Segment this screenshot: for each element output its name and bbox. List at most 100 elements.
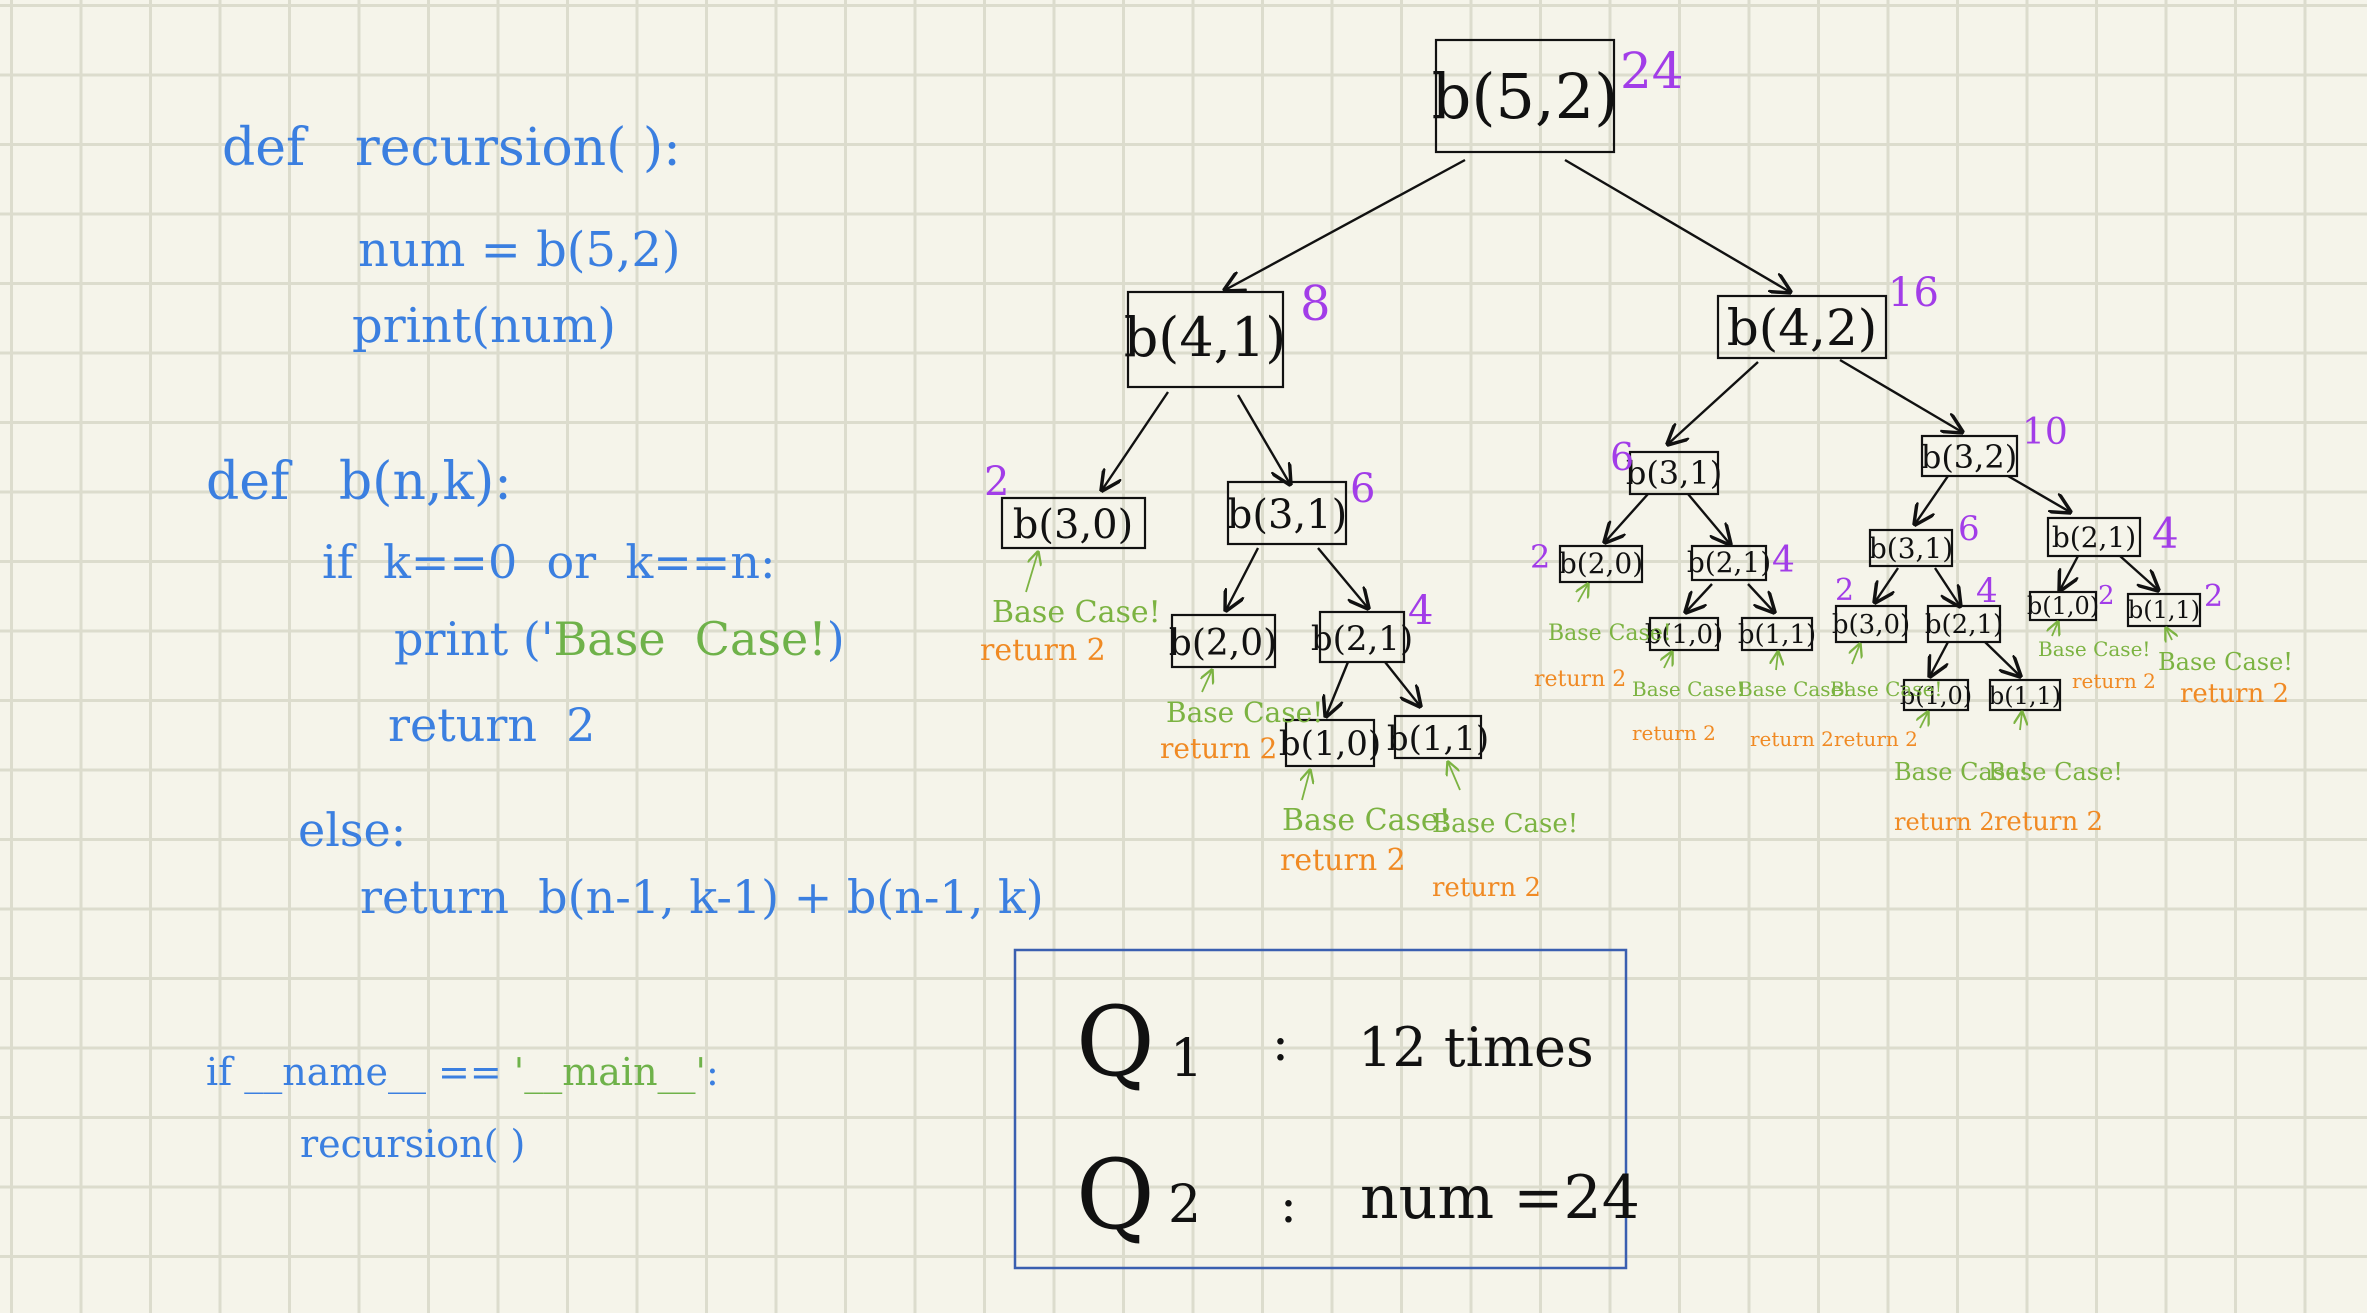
base-case-text: Base Case! (1166, 696, 1323, 729)
edge-n15-n17 (1875, 567, 1899, 602)
node-label: b(1,1) (1989, 682, 2061, 710)
node-b-4-1: b(4,1) (1124, 290, 1286, 389)
node-b-1-1-right: b(1,1) (1738, 616, 1816, 652)
edge-n1-n3 (1102, 391, 1169, 490)
if-main-suffix: : (706, 1050, 719, 1094)
return-text: return 2 (1160, 732, 1277, 765)
node-label: b(3,1) (1869, 532, 1953, 565)
node-b-3-1-right: b(3,1) (1626, 450, 1722, 496)
node-b-1-0: b(1,0) (1279, 718, 1381, 768)
edge-n2-n9 (1668, 361, 1759, 444)
base-arrow (2166, 628, 2172, 640)
base-arrow (1025, 552, 1038, 593)
value-n17: 2 (1835, 573, 1854, 608)
value-n12: 4 (1772, 540, 1795, 581)
code-line-return-recursive: return b(n-1, k-1) + b(n-1, k) (360, 870, 1044, 924)
edge-n10-n15 (1915, 475, 1949, 524)
node-label: b(3,1) (1227, 492, 1347, 538)
node-b-2-1-right: b(2,1) (1687, 544, 1771, 582)
node-b-1-1-far: b(1,1) (2126, 592, 2202, 628)
answer-box-border (1013, 948, 1628, 1270)
q2-subscript: 2 (1168, 1175, 1201, 1235)
value-n11: 2 (1530, 538, 1550, 576)
edge-n4-n6 (1317, 547, 1368, 608)
node-b-3-1: b(3,1) (1227, 480, 1347, 546)
base-arrow (1302, 770, 1310, 801)
edge-n18-n20 (1984, 641, 2020, 676)
node-b-3-0-far: b(3,0) (1832, 604, 1910, 644)
node-b-1-1-deep: b(1,1) (1989, 678, 2061, 712)
base-arrow (1776, 652, 1778, 671)
edge-n1-n4 (1236, 394, 1290, 484)
value-n4: 6 (1350, 466, 1375, 512)
base-case-text: Base Case! (2038, 637, 2150, 661)
return-text: return 2 (1750, 727, 1834, 751)
if-main-prefix: if __name__ == (206, 1050, 514, 1094)
base-arrow (1448, 762, 1461, 791)
base-case-text: Base Case! (1548, 621, 1672, 646)
base-case-text: Base Case! (1988, 758, 2123, 786)
node-label: b(3,2) (1921, 438, 2017, 476)
q2-row: Q 2 : num =24 (1076, 1139, 1640, 1251)
node-b-4-2: b(4,2) (1716, 294, 1888, 360)
code-line-def-recursion: def recursion( ): (222, 118, 681, 178)
base-arrow (2020, 712, 2022, 731)
edge-n0-n2 (1564, 158, 1790, 292)
code-line-def-b: def b(n,k): (206, 452, 512, 512)
node-b-1-0-far: b(1,0) (2027, 590, 2099, 622)
main-string: '__main__' (513, 1050, 707, 1094)
value-n10: 10 (2022, 412, 2068, 453)
node-label: b(5,2) (1432, 60, 1619, 133)
answer-box: Q 1 : 12 times Q 2 : num =24 (1013, 948, 1640, 1270)
base-case-text: Base Case! (1282, 803, 1451, 838)
value-n21: 2 (2098, 581, 2115, 611)
base-arrow (1852, 644, 1860, 665)
base-case-text: Base Case! (1830, 677, 1942, 701)
node-label: b(1,0) (1279, 724, 1381, 764)
edge-n9-n12 (1687, 493, 1730, 544)
node-label: b(2,1) (1687, 546, 1771, 579)
node-label: b(2,1) (1925, 610, 2003, 640)
node-label: b(1,0) (1900, 682, 1972, 710)
node-b-2-0: b(2,0) (1169, 613, 1277, 669)
value-n2: 16 (1888, 270, 1939, 316)
print-suffix: ) (826, 612, 845, 666)
edge-n2-n10 (1839, 358, 1962, 432)
base-case-text: Base Case! (1632, 677, 1744, 701)
base-case-text: Base Case! (2158, 648, 2293, 676)
value-n1: 8 (1300, 276, 1331, 332)
node-label: b(1,1) (1738, 620, 1816, 650)
return-values: 24 8 16 2 6 4 6 10 2 4 6 4 2 4 2 2 (984, 42, 2223, 634)
q1-subscript: 1 (1170, 1029, 1203, 1089)
base-arrow (2052, 622, 2058, 636)
return-text: return 2 (1432, 873, 1541, 903)
value-n22: 2 (2204, 579, 2223, 614)
code-line-num-assign: num = b(5,2) (358, 222, 681, 278)
value-n15: 6 (1958, 509, 1980, 549)
base-case-arrows (1025, 552, 2172, 801)
q2-answer: num =24 (1360, 1163, 1640, 1233)
return-text: return 2 (1534, 667, 1626, 692)
q1-answer: 12 times (1358, 1016, 1594, 1079)
node-b-1-0-deep: b(1,0) (1900, 678, 1972, 712)
edge-n6-n8 (1384, 661, 1420, 706)
node-label: b(3,0) (1013, 502, 1133, 548)
print-prefix: print (' (394, 612, 554, 666)
return-text: return 2 (1994, 807, 2103, 837)
node-label: b(4,2) (1727, 299, 1878, 357)
return-text: return 2 (2072, 669, 2156, 693)
edge-n4-n5 (1226, 547, 1260, 610)
return-text: return 2 (1894, 808, 1995, 836)
edge-n6-n7 (1326, 661, 1350, 716)
code-line-if-base: if k==0 or k==n: (322, 535, 776, 589)
code-line-if-main: if __name__ == '__main__': (206, 1050, 719, 1094)
node-b-2-0-right: b(2,0) (1559, 544, 1643, 584)
edge-n10-n16 (2007, 474, 2070, 512)
value-n3: 2 (984, 459, 1009, 505)
q1-row: Q 1 : 12 times (1076, 986, 1594, 1098)
code-line-print-num: print(num) (352, 298, 617, 354)
node-b-1-1: b(1,1) (1387, 714, 1489, 760)
code-line-else: else: (298, 803, 407, 857)
node-b-2-1: b(2,1) (1311, 610, 1413, 664)
